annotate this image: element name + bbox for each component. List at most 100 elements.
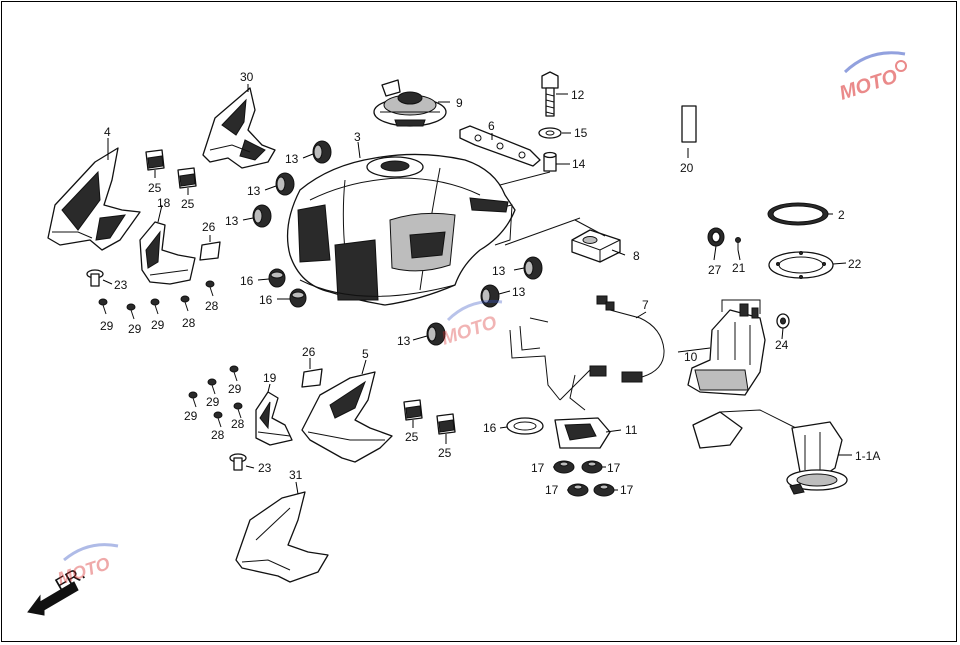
lower-cover-31 bbox=[235, 491, 329, 583]
bracket bbox=[459, 125, 541, 167]
callout-7: 7 bbox=[642, 298, 649, 312]
callout-1-1a: 1-1A bbox=[855, 449, 880, 463]
callout-25-b: 25 bbox=[181, 197, 195, 211]
screw-23-b bbox=[229, 453, 247, 471]
clip-25-a bbox=[145, 149, 165, 171]
grommet-13-d bbox=[523, 256, 543, 280]
o-ring-2 bbox=[767, 202, 829, 226]
callout-25-a: 25 bbox=[148, 181, 162, 195]
nut-24 bbox=[776, 313, 790, 329]
damper-16-b bbox=[289, 288, 307, 308]
callout-16-c: 16 bbox=[483, 421, 497, 435]
callout-26-a: 26 bbox=[202, 220, 216, 234]
bracket-19 bbox=[255, 391, 293, 446]
callout-28-c: 28 bbox=[231, 417, 245, 431]
callout-29-c: 29 bbox=[151, 318, 165, 332]
callout-12: 12 bbox=[571, 88, 585, 102]
label-sticker-26-a bbox=[199, 241, 221, 261]
callout-17-d: 17 bbox=[620, 483, 634, 497]
callout-29-e: 29 bbox=[206, 395, 220, 409]
callout-28-b: 28 bbox=[205, 299, 219, 313]
callout-29-d: 29 bbox=[228, 382, 242, 396]
callout-13-c: 13 bbox=[225, 214, 239, 228]
callout-14: 14 bbox=[572, 157, 586, 171]
side-cover-4 bbox=[47, 147, 141, 251]
callout-8: 8 bbox=[633, 249, 640, 263]
nut-17-c bbox=[567, 483, 589, 497]
grommet-13-f bbox=[426, 322, 446, 346]
callout-22: 22 bbox=[848, 257, 862, 271]
clip-25-d bbox=[436, 413, 456, 435]
callout-24: 24 bbox=[775, 338, 789, 352]
gasket-16 bbox=[506, 417, 544, 435]
washer bbox=[538, 127, 562, 139]
callout-29-f: 29 bbox=[184, 409, 198, 423]
under-cover-5 bbox=[301, 371, 393, 463]
callout-21: 21 bbox=[732, 261, 746, 275]
callout-6: 6 bbox=[488, 119, 495, 133]
callout-2: 2 bbox=[838, 208, 845, 222]
callout-13-d: 13 bbox=[492, 264, 506, 278]
callout-31: 31 bbox=[289, 468, 303, 482]
watermark-top-right: MOTO bbox=[837, 51, 907, 105]
callout-13-a: 13 bbox=[285, 152, 299, 166]
damper-block bbox=[571, 229, 621, 263]
callout-20: 20 bbox=[680, 161, 694, 175]
callout-26-b: 26 bbox=[302, 345, 316, 359]
callout-19: 19 bbox=[263, 371, 277, 385]
side-cover-30 bbox=[202, 87, 276, 169]
clip-25-c bbox=[403, 399, 423, 421]
callout-28-d: 28 bbox=[211, 428, 225, 442]
hose-assembly-11 bbox=[509, 317, 611, 449]
callout-3: 3 bbox=[354, 130, 361, 144]
callout-16-b: 16 bbox=[259, 293, 273, 307]
fuel-pump-10 bbox=[687, 299, 766, 396]
damper-16-a bbox=[268, 268, 286, 288]
leader-lines bbox=[102, 84, 852, 495]
bolt bbox=[541, 71, 559, 117]
callout-29-b: 29 bbox=[128, 322, 142, 336]
callout-numbers: 4 30 3 9 6 12 15 14 20 2 22 8 27 21 13 1… bbox=[100, 70, 880, 497]
screw-23-a bbox=[86, 269, 104, 287]
bracket-18 bbox=[139, 221, 196, 285]
pin-21 bbox=[735, 237, 741, 250]
callout-5: 5 bbox=[362, 347, 369, 361]
label-sticker-26-b bbox=[301, 368, 323, 388]
callout-15: 15 bbox=[574, 126, 588, 140]
grommet-13-a bbox=[312, 140, 332, 164]
grommet-13-e bbox=[480, 284, 500, 308]
nut-17-b bbox=[581, 460, 603, 474]
clip-25-b bbox=[177, 167, 197, 189]
callout-9: 9 bbox=[456, 96, 463, 110]
fuel-cap bbox=[373, 79, 447, 127]
nut-17-a bbox=[553, 460, 575, 474]
callout-17-c: 17 bbox=[545, 483, 559, 497]
callout-18: 18 bbox=[157, 196, 171, 210]
nut-17-d bbox=[593, 483, 615, 497]
callout-13-b: 13 bbox=[247, 184, 261, 198]
callout-25-d: 25 bbox=[438, 446, 452, 460]
seal-27 bbox=[707, 227, 725, 247]
callout-17-a: 17 bbox=[531, 461, 545, 475]
callout-25-c: 25 bbox=[405, 430, 419, 444]
collar bbox=[543, 151, 557, 172]
callout-16-a: 16 bbox=[240, 274, 254, 288]
grommet-13-b bbox=[275, 172, 295, 196]
callout-28-a: 28 bbox=[182, 316, 196, 330]
watermark-center: MOTO bbox=[439, 299, 503, 350]
callout-30: 30 bbox=[240, 70, 254, 84]
callout-13-f: 13 bbox=[397, 334, 411, 348]
callout-17-b: 17 bbox=[607, 461, 621, 475]
retainer-plate-22 bbox=[768, 251, 834, 279]
grommet-13-c bbox=[252, 204, 272, 228]
screws-28-29 bbox=[98, 280, 243, 428]
callout-4: 4 bbox=[104, 125, 111, 139]
callout-11: 11 bbox=[625, 423, 638, 437]
callout-23-b: 23 bbox=[258, 461, 272, 475]
callout-29-a: 29 bbox=[100, 319, 114, 333]
callout-27: 27 bbox=[708, 263, 722, 277]
fuel-tank bbox=[286, 153, 516, 306]
